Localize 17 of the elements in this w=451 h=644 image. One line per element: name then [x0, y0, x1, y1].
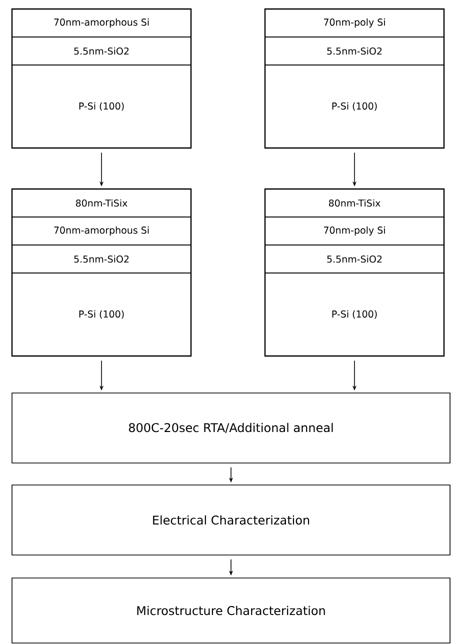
layer-box: P-Si (100) [264, 64, 444, 148]
layer-box: 70nm-amorphous Si [12, 216, 192, 246]
layer-box: 5.5nm-SiO2 [264, 244, 444, 274]
process-box: Microstructure Characterization [12, 578, 450, 644]
layer-box: P-Si (100) [264, 272, 444, 356]
process-box: Electrical Characterization [12, 484, 450, 556]
layer-box: 70nm-amorphous Si [12, 8, 192, 38]
layer-box: P-Si (100) [12, 272, 192, 356]
layer-box: 70nm-poly Si [264, 8, 444, 38]
layer-box: 70nm-poly Si [264, 216, 444, 246]
process-box: 800C-20sec RTA/Additional anneal [12, 392, 450, 464]
layer-box: 80nm-TiSix [12, 188, 192, 218]
layer-box: 5.5nm-SiO2 [12, 36, 192, 66]
layer-box: 5.5nm-SiO2 [264, 36, 444, 66]
layer-box: 80nm-TiSix [264, 188, 444, 218]
layer-box: P-Si (100) [12, 64, 192, 148]
layer-box: 5.5nm-SiO2 [12, 244, 192, 274]
